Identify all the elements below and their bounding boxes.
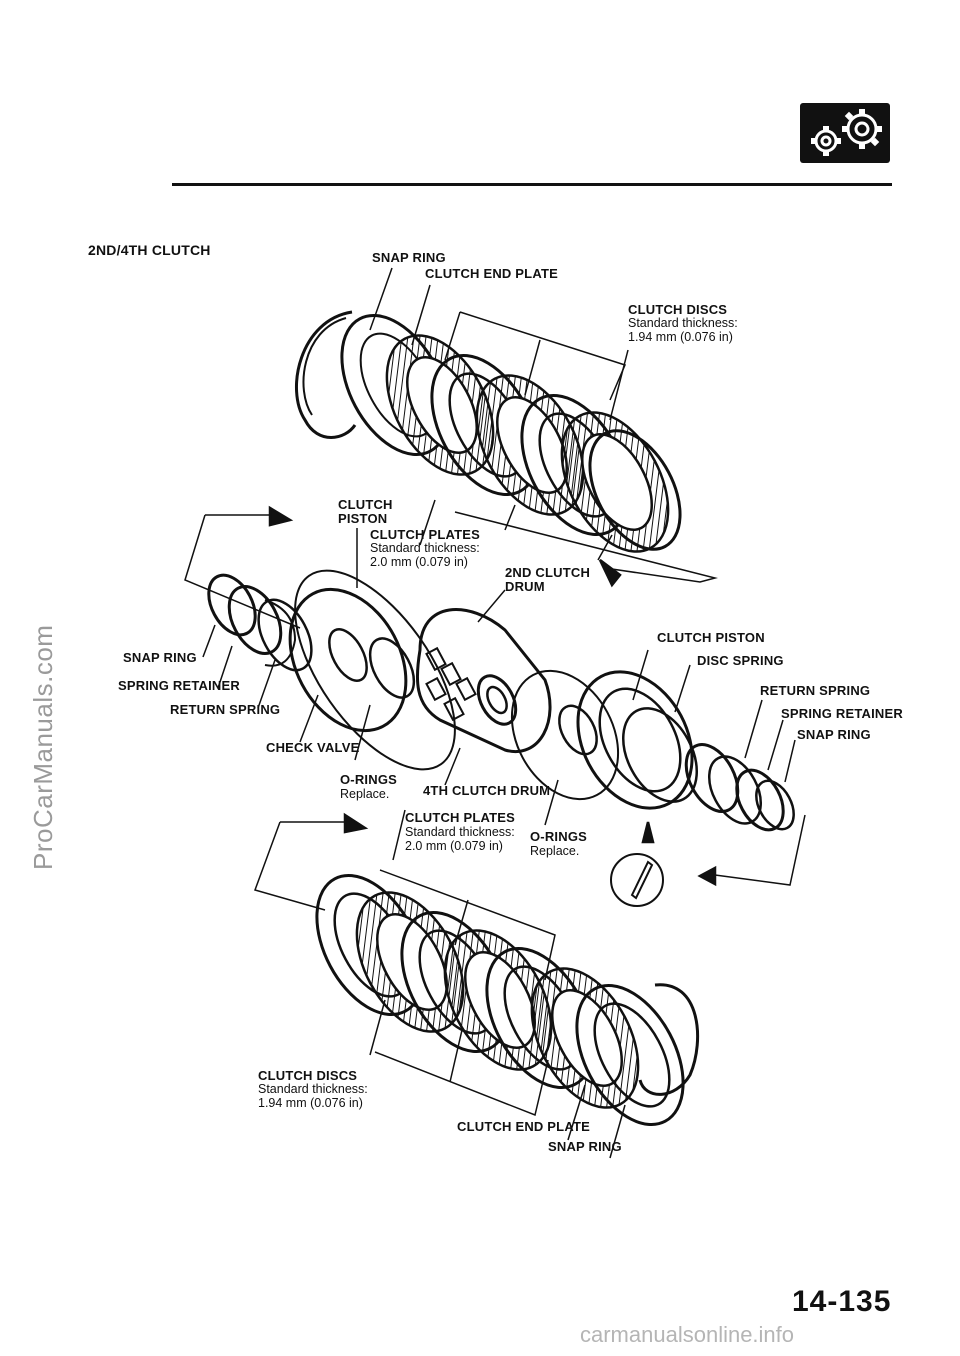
label-4th-clutch-drum: 4TH CLUTCH DRUM <box>423 783 551 798</box>
label-clutch-discs-top-spec2: 1.94 mm (0.076 in) <box>628 330 733 344</box>
label-clutch-discs-top: CLUTCH DISCS <box>628 302 728 317</box>
middle-assembly <box>184 499 806 911</box>
label-snap-ring-bottom: SNAP RING <box>548 1139 622 1154</box>
watermark-side: ProCarManuals.com <box>28 624 58 870</box>
label-clutch-discs-bottom: CLUTCH DISCS <box>258 1068 358 1083</box>
label-o-rings-right: O-RINGS <box>530 829 588 844</box>
label-return-spring-left: RETURN SPRING <box>170 702 281 717</box>
label-clutch-plates-top: CLUTCH PLATES <box>370 527 480 542</box>
label-clutch-plates-bottom-spec2: 2.0 mm (0.079 in) <box>405 839 503 853</box>
label-clutch-discs-bottom-spec1: Standard thickness: <box>258 1082 368 1096</box>
label-2nd-clutch-drum: 2ND CLUTCH <box>505 565 591 580</box>
label-disc-spring: DISC SPRING <box>697 653 784 668</box>
label-clutch-plates-bottom-spec1: Standard thickness: <box>405 825 515 839</box>
label-clutch-discs-top-spec1: Standard thickness: <box>628 316 738 330</box>
gears-icon <box>800 103 890 163</box>
label-o-rings-right-note: Replace. <box>530 844 580 858</box>
label-snap-ring-top: SNAP RING <box>372 250 446 265</box>
label-clutch-plates-bottom: CLUTCH PLATES <box>405 810 515 825</box>
label-clutch-end-plate-bottom: CLUTCH END PLATE <box>457 1119 590 1134</box>
page-number: 14-135 <box>792 1285 892 1318</box>
header-rule <box>172 183 892 186</box>
label-clutch-end-plate-top: CLUTCH END PLATE <box>425 266 558 281</box>
label-2nd-clutch-drum-2: DRUM <box>505 579 545 594</box>
section-title: 2ND/4TH CLUTCH <box>88 242 211 258</box>
label-spring-retainer-right: SPRING RETAINER <box>781 706 903 721</box>
label-check-valve: CHECK VALVE <box>266 740 360 755</box>
top-clutch-pack <box>295 267 682 553</box>
label-o-rings-left-note: Replace. <box>340 787 390 801</box>
label-spring-retainer-left: SPRING RETAINER <box>118 678 240 693</box>
label-clutch-discs-bottom-spec2: 1.94 mm (0.076 in) <box>258 1096 363 1110</box>
label-o-rings-left: O-RINGS <box>340 772 398 787</box>
label-clutch-piston-left: CLUTCH <box>338 497 393 512</box>
label-clutch-piston-right: CLUTCH PISTON <box>657 630 765 645</box>
watermark-bottom: carmanualsonline.info <box>580 1322 795 1347</box>
label-snap-ring-right: SNAP RING <box>797 727 871 742</box>
label-return-spring-right: RETURN SPRING <box>760 683 871 698</box>
bottom-clutch-pack <box>315 869 700 1159</box>
label-clutch-plates-top-spec2: 2.0 mm (0.079 in) <box>370 555 468 569</box>
label-clutch-plates-top-spec1: Standard thickness: <box>370 541 480 555</box>
label-clutch-piston-left-2: PISTON <box>338 511 388 526</box>
label-snap-ring-left: SNAP RING <box>123 650 197 665</box>
